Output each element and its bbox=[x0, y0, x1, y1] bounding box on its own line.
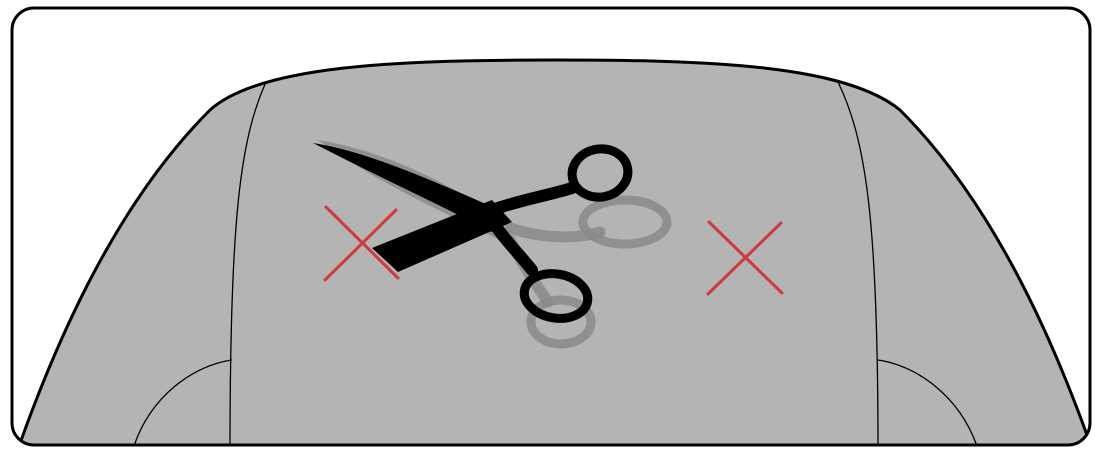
seat-back-diagram bbox=[0, 0, 1095, 449]
illustration-panel bbox=[0, 0, 1095, 449]
